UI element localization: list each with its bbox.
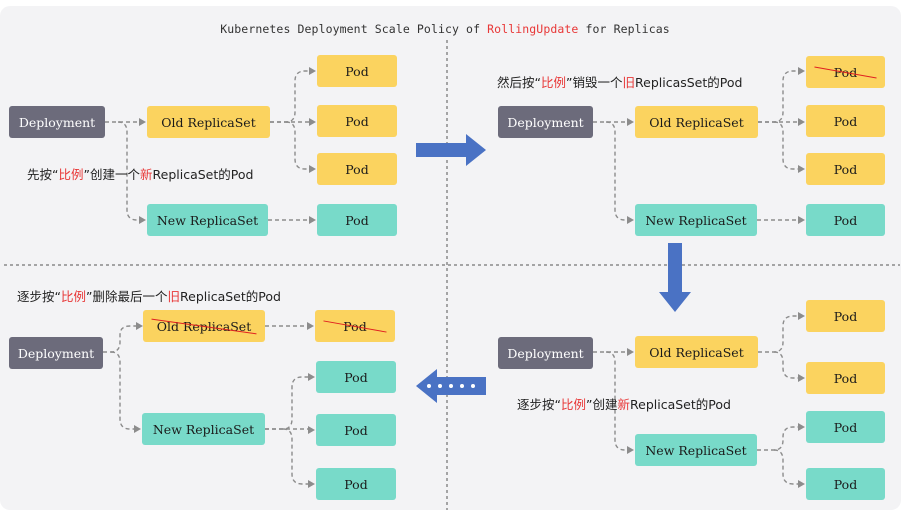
q4-dep-to-old-line — [103, 325, 138, 353]
q1-dep-to-new-arrowhead — [139, 216, 146, 224]
q4-new-to-pod1-arrowhead — [308, 373, 315, 381]
q4-new-replicaset-node: New ReplicaSet — [142, 413, 265, 445]
q3-dep-to-new-line — [605, 351, 629, 451]
flow-arrow-down — [659, 243, 691, 312]
q2-new-to-pod-arrowhead — [798, 216, 805, 224]
q1-old-pod-1: Pod — [317, 55, 397, 87]
q4-new-to-pod3-arrowhead — [308, 480, 315, 488]
q4-new-pod-2: Pod — [316, 414, 396, 446]
q2-old-to-pod1-line — [758, 70, 800, 123]
q3-new-replicaset-node: New ReplicaSet — [635, 434, 757, 466]
q3-new-to-pod2-arrowhead — [798, 480, 805, 488]
q3-deployment-node: Deployment — [498, 337, 593, 369]
q3-old-to-pod2-arrowhead — [798, 374, 805, 382]
q2-old-to-pod3-line — [773, 121, 800, 170]
q3-old-pod-1: Pod — [806, 300, 885, 332]
q2-dep-to-old-arrowhead — [627, 118, 634, 126]
q3-old-to-pod2-line — [773, 351, 800, 379]
q3-new-to-pod1-arrowhead — [798, 423, 805, 431]
q3-new-to-pod1-line — [757, 426, 800, 451]
q1-old-replicaset-node: Old ReplicaSet — [147, 106, 270, 138]
q1-new-pod-1: Pod — [317, 204, 397, 236]
q4-old-replicaset-node-deleted: Old ReplicaSet — [143, 310, 265, 342]
q3-dep-to-new-arrowhead — [627, 446, 634, 454]
q3-old-to-pod1-line — [758, 315, 800, 353]
q1-new-replicaset-node: New ReplicaSet — [147, 204, 268, 236]
q2-new-replicaset-node: New ReplicaSet — [635, 204, 757, 236]
q4-old-pod-deleted: Pod — [315, 310, 395, 342]
flow-arrow-right — [416, 134, 486, 166]
q3-new-to-pod2-line — [773, 449, 800, 485]
q2-old-to-pod1-arrowhead — [798, 67, 805, 75]
q3-dep-to-old-arrowhead — [627, 348, 634, 356]
q1-old-pod-2: Pod — [317, 105, 397, 137]
q1-dep-to-new-line — [117, 121, 141, 221]
q3-old-pod-2: Pod — [806, 362, 885, 394]
q1-dep-to-old-arrowhead — [139, 118, 146, 126]
q1-old-to-pod3-line — [285, 121, 311, 170]
q2-deployment-node: Deployment — [498, 106, 593, 138]
q3-old-to-pod1-arrowhead — [798, 312, 805, 320]
q1-old-to-pod2-arrowhead — [309, 118, 316, 126]
q2-caption: 然后按“比例”销毁一个旧ReplicasSet的Pod — [497, 75, 743, 90]
q4-new-to-pod3-line — [282, 428, 310, 485]
q4-dep-to-old-arrowhead — [136, 322, 143, 330]
title-text-post: for Replicas — [578, 22, 670, 36]
q2-old-to-pod3-arrowhead — [798, 165, 805, 173]
q4-dep-to-new-line — [110, 351, 136, 430]
q2-old-to-pod2-arrowhead — [798, 118, 805, 126]
q1-new-to-pod-arrowhead — [309, 216, 316, 224]
q4-deployment-node: Deployment — [9, 337, 103, 369]
q2-new-pod-1: Pod — [806, 204, 885, 236]
q4-new-pod-3: Pod — [316, 468, 396, 500]
q4-new-to-pod1-line — [265, 376, 310, 430]
q1-deployment-node: Deployment — [9, 106, 105, 138]
q1-old-to-pod3-arrowhead — [309, 165, 316, 173]
q2-old-pod-3: Pod — [806, 153, 885, 185]
q3-new-pod-1: Pod — [806, 411, 885, 443]
q2-old-pod-1-deleted: Pod — [806, 56, 885, 88]
q2-dep-to-new-arrowhead — [627, 216, 634, 224]
q4-dep-to-new-arrowhead — [134, 425, 141, 433]
q1-old-to-pod1-line — [270, 70, 311, 123]
q2-old-pod-2: Pod — [806, 105, 885, 137]
title-text-pre: Kubernetes Deployment Scale Policy of — [220, 22, 488, 36]
q1-old-to-pod1-arrowhead — [309, 67, 316, 75]
q2-dep-to-new-line — [605, 121, 629, 221]
flow-arrow-left-dotted — [416, 369, 486, 403]
q4-caption: 逐步按“比例”删除最后一个旧ReplicaSet的Pod — [17, 289, 281, 304]
q4-new-to-pod2-arrowhead — [308, 426, 315, 434]
q4-new-pod-1: Pod — [316, 361, 396, 393]
q3-old-replicaset-node: Old ReplicaSet — [635, 336, 758, 368]
title-highlight: RollingUpdate — [487, 22, 579, 36]
q1-caption: 先按“比例”创建一个新ReplicaSet的Pod — [27, 167, 254, 182]
q2-old-replicaset-node: Old ReplicaSet — [635, 106, 758, 138]
q3-new-pod-2: Pod — [806, 468, 885, 500]
q4-old-to-pod-arrowhead — [307, 322, 314, 330]
q3-caption: 逐步按“比例”创建新ReplicaSet的Pod — [517, 397, 731, 412]
q1-old-pod-3: Pod — [317, 153, 397, 185]
diagram-title: Kubernetes Deployment Scale Policy of Ro… — [0, 22, 890, 36]
